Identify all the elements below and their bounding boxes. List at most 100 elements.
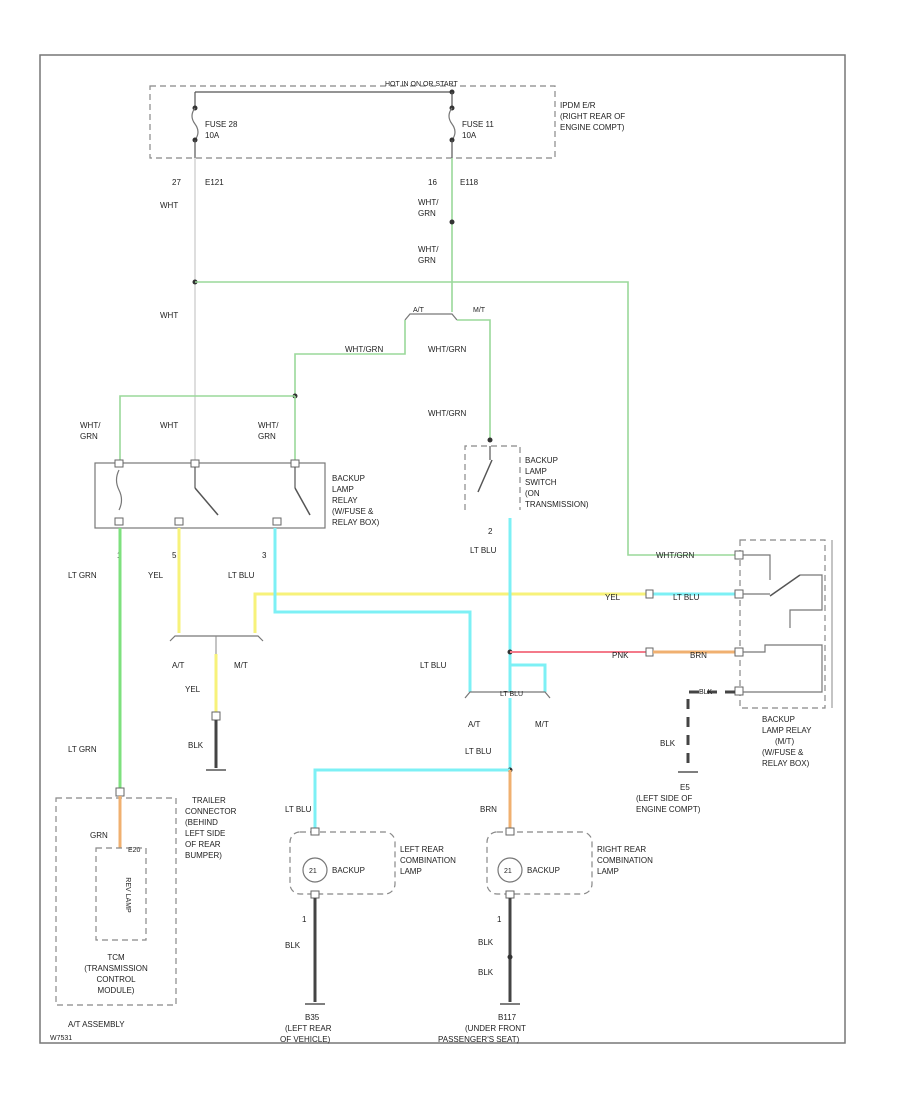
left-lamp-pin: 1 xyxy=(302,915,307,924)
ground-b35-label-2: (LEFT REAR xyxy=(285,1024,332,1033)
wire-label-wht-grn-at: WHT/GRN xyxy=(345,345,383,354)
relay-label-4: (W/FUSE & xyxy=(332,507,374,516)
left-lamp-label-1: LEFT REAR xyxy=(400,845,444,854)
wire-label-lt-blu-left: LT BLU xyxy=(285,805,312,814)
trailer-label-2: CONNECTOR xyxy=(185,807,237,816)
fuse-28-icon xyxy=(191,107,199,141)
wire-label-blk-e5: BLK xyxy=(660,739,676,748)
right-lamp-pin: 1 xyxy=(497,915,502,924)
fuse-28-label: FUSE 28 xyxy=(205,120,238,129)
left-lamp-box xyxy=(289,831,396,895)
ground-b117-label-2: (UNDER FRONT xyxy=(465,1024,526,1033)
wire-label-lt-blu-sw: LT BLU xyxy=(470,546,497,555)
left-lamp-bulb: 21 xyxy=(309,868,317,875)
backup-switch-icon xyxy=(477,459,493,493)
wire-label-brn-mt: BRN xyxy=(690,651,707,660)
switch-label-3: SWITCH xyxy=(525,478,557,487)
mt-relay-label-4: (W/FUSE & xyxy=(762,748,804,757)
split-label-at: A/T xyxy=(413,307,425,314)
lt-blu-split-at: A/T xyxy=(468,720,481,729)
tcm-label-3: CONTROL xyxy=(96,975,136,984)
mt-relay-label-5: RELAY BOX) xyxy=(762,759,810,768)
relay-label-1: BACKUP xyxy=(332,474,365,483)
wire-label-blk-b35: BLK xyxy=(285,941,301,950)
wire-wht-grn-at xyxy=(294,320,406,396)
ipdm-label-3: ENGINE COMPT) xyxy=(560,123,625,132)
lt-blu-split xyxy=(464,691,551,699)
lt-blu-split-mt: M/T xyxy=(535,720,549,729)
mt-relay-label-3: (M/T) xyxy=(775,737,794,746)
wire-blk-e5 xyxy=(686,690,735,770)
figure-id: W7531 xyxy=(50,1035,72,1042)
ground-b117-label-3: PASSENGER'S SEAT) xyxy=(438,1035,520,1044)
mt-relay-coil-icon xyxy=(743,644,823,693)
relay-label-2: LAMP xyxy=(332,485,354,494)
wire-label-wht-2: WHT xyxy=(160,311,178,320)
tcm-inner-label: REV LAMP xyxy=(124,877,131,913)
relay-switch-1-icon xyxy=(194,487,219,516)
tcm-label-4: MODULE) xyxy=(98,986,135,995)
right-lamp-label-1: RIGHT REAR xyxy=(597,845,646,854)
ipdm-label-1: IPDM E/R xyxy=(560,101,596,110)
left-lamp-label-3: LAMP xyxy=(400,867,422,876)
wire-lt-blu-left-lamp xyxy=(313,768,510,832)
wire-label-wht-3: WHT xyxy=(160,421,178,430)
left-lamp-label-2: COMBINATION xyxy=(400,856,456,865)
wire-label-lt-blu-2: LT BLU xyxy=(420,661,447,670)
diagram-border xyxy=(39,54,846,1044)
ground-e5-label-3: ENGINE COMPT) xyxy=(636,805,701,814)
wire-label-wht-grn-sw: WHT/GRN xyxy=(428,409,466,418)
lt-blu-split-label: LT BLU xyxy=(500,691,523,698)
fuse-28-rating: 10A xyxy=(205,131,220,140)
ipdm-label-2: (RIGHT REAR OF xyxy=(560,112,625,121)
backup-switch-box xyxy=(464,445,521,510)
trailer-label-5: OF REAR xyxy=(185,840,221,849)
wire-label-lt-grn-1: LT GRN xyxy=(68,571,97,580)
wire-label-wht-grn-mt2: WHT/GRN xyxy=(428,345,466,354)
wire-label-relay-pin-c1: WHT/ xyxy=(258,421,279,430)
switch-pin-2: 2 xyxy=(488,527,493,536)
wire-label-wht-1: WHT xyxy=(160,201,178,210)
trailer-label-3: (BEHIND xyxy=(185,818,218,827)
ground-b35-label-3: OF VEHICLE) xyxy=(280,1035,331,1044)
trailer-connector-terminal xyxy=(115,787,125,797)
left-lamp-text: BACKUP xyxy=(332,866,365,875)
ground-b35-label-1: B35 xyxy=(305,1013,320,1022)
tcm-label-2: (TRANSMISSION xyxy=(84,964,148,973)
tcm-label-1: TCM xyxy=(107,953,125,962)
ipdm-conn-e121: E121 xyxy=(205,178,224,187)
wire-label-blk-mt: BLK xyxy=(699,689,713,696)
wire-label-wht-grn-mt: WHT/GRN xyxy=(656,551,694,560)
backup-lamp-relay-box xyxy=(94,462,326,529)
right-lamp-bulb: 21 xyxy=(504,868,512,875)
mt-relay-switch-icon xyxy=(769,574,801,597)
wire-wht-grn-relay1 xyxy=(119,395,295,465)
wire-label-wht-grn-b2: GRN xyxy=(418,256,436,265)
tcm-sensor-label: E20 xyxy=(128,847,141,854)
relay-switch-2-icon xyxy=(294,487,311,516)
relay-coil-icon xyxy=(115,469,123,511)
ground-b117-label-1: B117 xyxy=(498,1013,517,1022)
wire-label-wht-grn-a2: GRN xyxy=(418,209,436,218)
wire-label-blk-trailer: BLK xyxy=(188,741,204,750)
at-assembly-label: A/T ASSEMBLY xyxy=(68,1020,125,1029)
wire-wht-grn-mt xyxy=(457,319,491,440)
at-mt-split xyxy=(404,313,458,321)
wire-label-lt-grn-2: LT GRN xyxy=(68,745,97,754)
ipdm-pin-16: 16 xyxy=(428,178,437,187)
ipdm-pin-27: 27 xyxy=(172,178,181,187)
wire-label-wht-grn-a1: WHT/ xyxy=(418,198,439,207)
wire-label-relay-pin-a1: WHT/ xyxy=(80,421,101,430)
relay-label-3: RELAY xyxy=(332,496,358,505)
wire-label-brn-right: BRN xyxy=(480,805,497,814)
wire-label-blk-b117-2: BLK xyxy=(478,968,494,977)
wire-lt-blu-relay xyxy=(273,528,472,692)
left-lamp-bulb-icon xyxy=(302,857,328,883)
wire-label-blk-b117-1: BLK xyxy=(478,938,494,947)
switch-label-5: TRANSMISSION) xyxy=(525,500,589,509)
wire-label-yel-1: YEL xyxy=(148,571,164,580)
yel-split-at: A/T xyxy=(172,661,185,670)
switch-label-1: BACKUP xyxy=(525,456,558,465)
right-lamp-label-3: LAMP xyxy=(597,867,619,876)
fuse-11-icon xyxy=(448,107,456,141)
